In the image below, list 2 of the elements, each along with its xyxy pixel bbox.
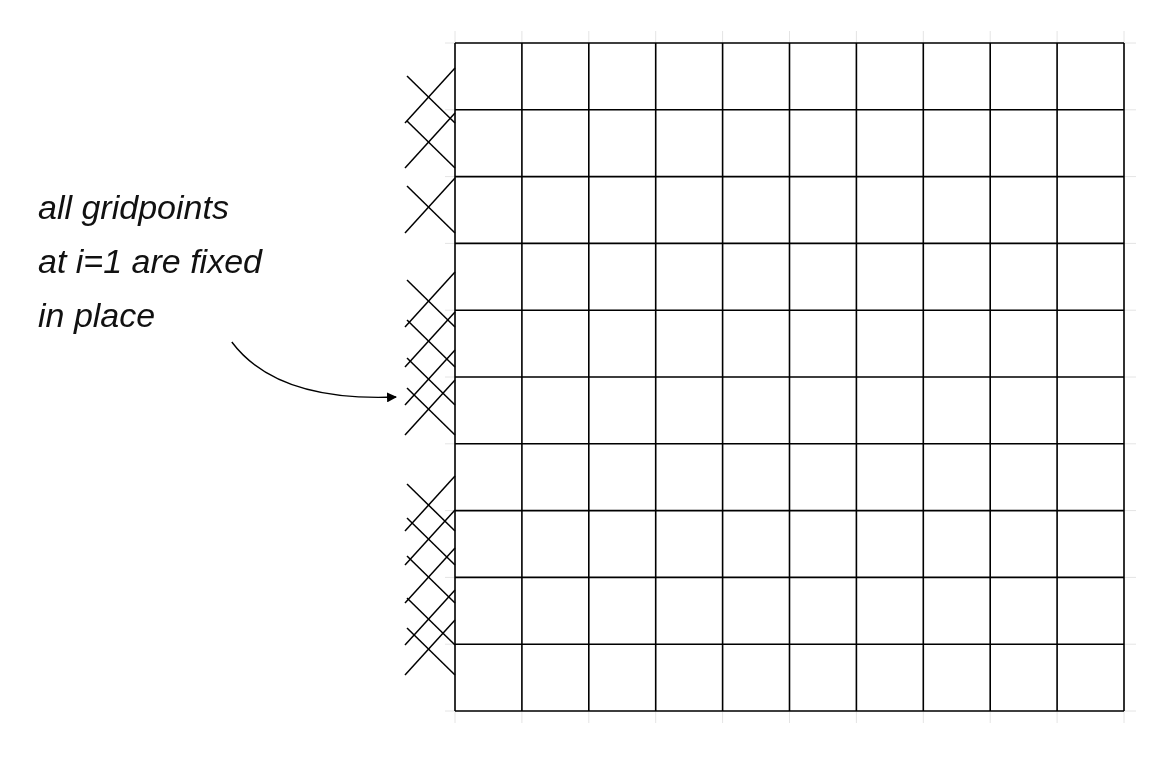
annotation-text: all gridpoints at i=1 are fixed in place (38, 180, 266, 342)
curved-arrow (231, 341, 397, 403)
